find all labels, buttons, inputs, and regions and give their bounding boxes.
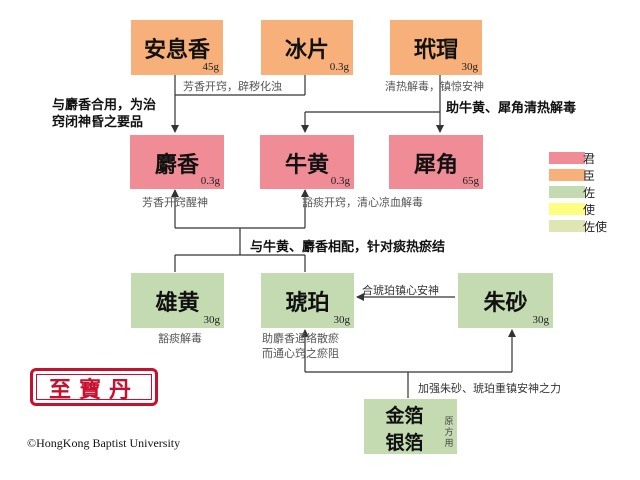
herb-dose: 0.3g — [200, 175, 220, 187]
herb-dose: 30g — [203, 314, 221, 326]
stamp-text: 至寶丹 — [48, 377, 139, 403]
legend-label-chen: 臣 — [583, 169, 596, 183]
herb-zhusha: 朱砂 30g — [458, 273, 553, 328]
herb-xionghuang: 雄黄 30g — [131, 273, 224, 328]
herb-name: 麝香 — [154, 153, 199, 178]
herb-daimao: 玳瑁 30g — [390, 20, 482, 75]
legend-label-jun: 君 — [583, 152, 596, 166]
herb-name: 玳瑁 — [413, 38, 458, 63]
legend-swatch-zuo — [549, 186, 585, 198]
herb-jinbo-yinbo: 金箔 银箔 原 方 用 — [364, 399, 457, 454]
legend-swatch-chen — [549, 169, 585, 181]
annotation-jinbo-arrow: 加强朱砂、琥珀重镇安神之力 — [418, 382, 561, 395]
xionghuang-note: 豁痰解毒 — [158, 332, 202, 345]
herb-dose: 30g — [532, 314, 550, 326]
legend-label-shi: 使 — [583, 203, 596, 217]
legend-swatch-shi — [549, 203, 585, 215]
herb-name: 琥珀 — [285, 291, 330, 316]
legend-label-zuoshi: 佐使 — [583, 220, 608, 234]
legend-swatch-zuoshi — [549, 220, 585, 232]
jinbo-vertical-note-2: 方 — [444, 428, 454, 438]
annotation-left-line1: 与麝香合用，为治 — [52, 98, 157, 113]
herb-name: 雄黄 — [155, 291, 200, 316]
annotation-left-line2: 窍闭神昏之要品 — [52, 115, 144, 130]
herb-niuhuang: 牛黄 0.3g — [260, 135, 354, 189]
herb-dose: 0.3g — [330, 175, 350, 187]
herb-name: 安息香 — [143, 38, 210, 63]
legend-label-zuo: 佐 — [583, 186, 596, 200]
zhibaodan-stamp-logo: 至寶丹 — [30, 368, 158, 406]
herb-bingpian: 冰片 0.3g — [261, 20, 353, 75]
herb-dose: 30g — [333, 314, 351, 326]
annotation-middle: 与牛黄、麝香相配，针对痰热瘀结 — [250, 240, 446, 255]
herb-dose: 45g — [202, 61, 220, 73]
hupo-note-line1: 助麝香通络散瘀 — [262, 332, 339, 345]
herb-name: 冰片 — [284, 38, 329, 63]
legend-swatch-jun — [549, 152, 585, 164]
herb-dose: 30g — [461, 61, 479, 73]
herb-hupo: 琥珀 30g — [261, 273, 354, 328]
hupo-note-line2: 而通心窍之瘀阻 — [262, 347, 339, 360]
daimao-note: 清热解毒，镇惊安神 — [385, 80, 484, 93]
jinbo-vertical-note-3: 用 — [444, 439, 454, 449]
herb-shexiang: 麝香 0.3g — [130, 135, 224, 189]
herb-dose: 0.3g — [329, 61, 349, 73]
copyright-text: ©HongKong Baptist University — [27, 436, 181, 450]
herb-name: 犀角 — [413, 153, 458, 178]
annotation-daimao-help: 助牛黄、犀角清热解毒 — [446, 101, 577, 116]
niuhuang-note: 豁痰开窍，清心凉血解毒 — [302, 196, 423, 209]
jinbo-vertical-note-1: 原 — [444, 417, 454, 427]
herb-dose: 65g — [462, 175, 480, 187]
annotation-zhusha-arrow: 合琥珀镇心安神 — [362, 284, 439, 297]
herb-name-yinbo: 银箔 — [385, 432, 424, 454]
herb-xijiao: 犀角 65g — [389, 135, 483, 189]
shexiang-note: 芳香开窍醒神 — [142, 196, 208, 209]
herb-anxixiang: 安息香 45g — [131, 20, 223, 75]
herb-name: 朱砂 — [483, 291, 528, 316]
herb-name: 牛黄 — [284, 153, 329, 178]
anxixiang-note: 芳香开窍，辟秽化浊 — [183, 80, 282, 93]
herb-name-jinbo: 金箔 — [385, 405, 424, 427]
